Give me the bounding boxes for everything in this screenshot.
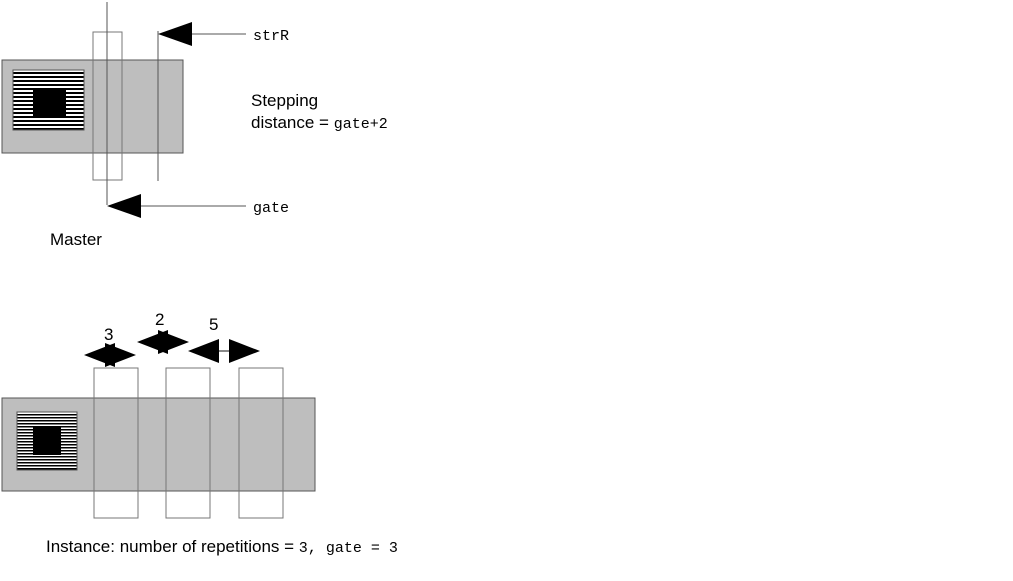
- dimension-label-2: 2: [155, 310, 164, 329]
- instance-caption-gate-value: 3: [389, 540, 398, 557]
- strR-leader: [158, 22, 246, 46]
- dimension-arrow-5-left-head-icon: [188, 339, 219, 363]
- dimension-label-3: 3: [104, 325, 113, 344]
- strR-label: strR: [253, 28, 289, 45]
- instance-caption-gate-label: gate: [326, 540, 362, 557]
- instance-caption-prefix: Instance: number of repetitions =: [46, 537, 299, 556]
- dimension-arrow-5-right-head-icon: [229, 339, 260, 363]
- stepping-distance-prefix: distance =: [251, 113, 334, 132]
- instance-caption: Instance: number of repetitions = 3, gat…: [46, 537, 398, 557]
- master-caption: Master: [50, 230, 102, 249]
- instance-figure: 3 2 5: [1, 310, 398, 557]
- instance-gate-rect-1-outline: [93, 367, 139, 519]
- dimension-arrow-3-right-head-icon: [105, 343, 136, 367]
- dimension-label-5: 5: [209, 315, 218, 334]
- strR-arrowhead-icon: [158, 22, 192, 46]
- gate-arrowhead-icon: [107, 194, 141, 218]
- instance-caption-middle: ,: [308, 540, 326, 557]
- instance-gate-rect-3-outline: [238, 367, 284, 519]
- master-contact-core: [33, 88, 66, 118]
- instance-contact-core: [33, 427, 61, 455]
- dimension-arrow-5: [188, 339, 260, 363]
- instance-caption-repetitions: 3: [299, 540, 308, 557]
- stepping-distance-line2: distance = gate+2: [251, 113, 388, 133]
- instance-gate-rect-2-outline: [165, 367, 211, 519]
- stepping-distance-value: gate+2: [334, 116, 388, 133]
- dimension-arrow-2-right-head-icon: [158, 330, 189, 354]
- gate-label: gate: [253, 200, 289, 217]
- gate-leader: [107, 194, 246, 218]
- stepping-distance-line1: Stepping: [251, 91, 318, 110]
- master-figure: strR gate Stepping distance = gate+2 Mas…: [1, 2, 388, 249]
- instance-caption-equals: =: [362, 540, 389, 557]
- dimension-arrow-2: [137, 330, 189, 354]
- dimension-arrow-3: [84, 343, 136, 367]
